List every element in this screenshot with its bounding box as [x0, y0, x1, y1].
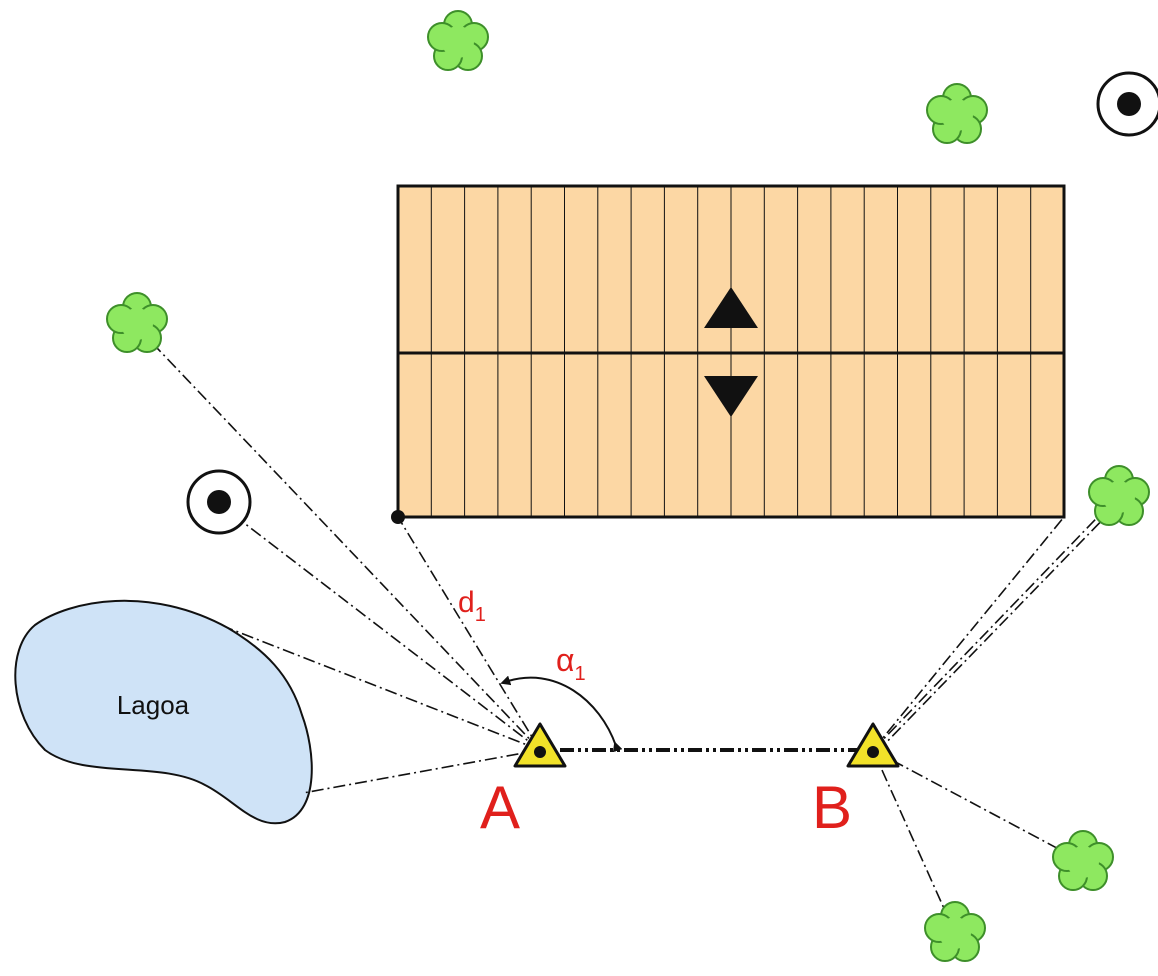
arrow-down-icon [704, 376, 758, 417]
station-a: A [480, 722, 567, 841]
sight-line-b-tree-south [872, 749, 956, 934]
tree-icon [926, 83, 988, 144]
arrow-up-icon [704, 287, 758, 328]
station-triangle-icon [846, 722, 900, 768]
tree-icon [1052, 830, 1114, 891]
sight-line-b-tree-southeast [872, 749, 1084, 863]
building [391, 184, 1066, 524]
station-b-label: B [812, 774, 852, 841]
sight-line-a-corner [397, 516, 541, 751]
sight-line-a-well [217, 502, 541, 751]
sight-line-a-lake-north [227, 627, 541, 751]
well-icon [1096, 71, 1158, 137]
lake: Lagoa [14, 599, 313, 825]
distance-subscript: 1 [475, 604, 486, 626]
sight-line-a-lake-south [302, 749, 541, 794]
sight-line-a-tree [137, 327, 541, 751]
lake-shape [14, 599, 313, 825]
angle-subscript: 1 [575, 663, 586, 685]
station-triangle-icon [513, 722, 567, 768]
station-b: B [812, 722, 900, 841]
angle-label: α1 [556, 642, 586, 685]
tree-icon [924, 901, 986, 962]
sight-line-b-tree-east [872, 496, 1118, 751]
angle-arc [500, 675, 623, 753]
tree-icon [1088, 465, 1150, 526]
sight-line-b-corner [872, 516, 1065, 751]
well-icon [186, 469, 252, 535]
distance-symbol: d [458, 586, 475, 619]
tree-icon [106, 292, 168, 353]
tree-icon [427, 10, 489, 71]
lake-label: Lagoa [117, 690, 190, 720]
angle-symbol: α [556, 642, 575, 678]
sight-line-b-tree-east-2 [876, 509, 1113, 753]
station-a-label: A [480, 774, 520, 841]
distance-label: d1 [458, 586, 486, 626]
sight-lines-b [872, 496, 1118, 934]
